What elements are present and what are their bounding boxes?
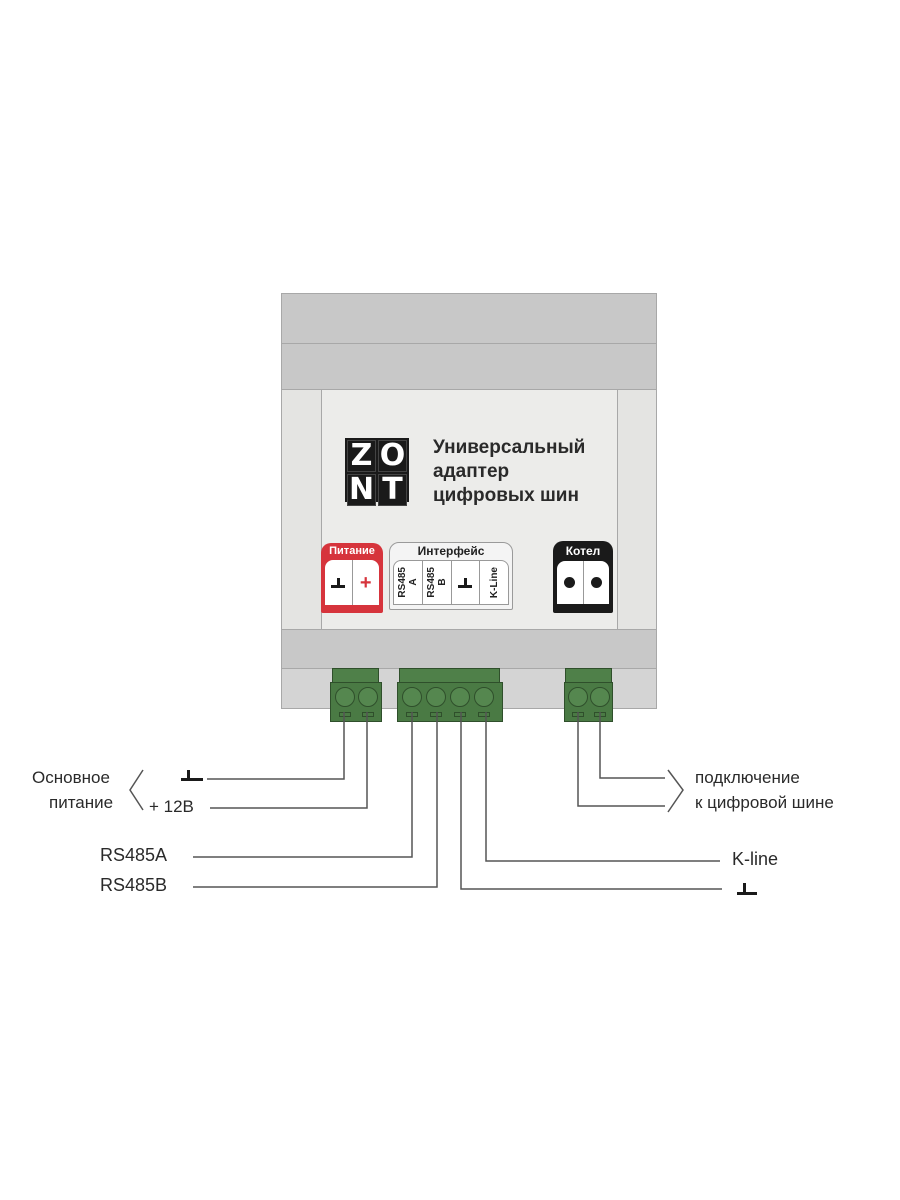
wire-bus-1 — [599, 712, 665, 779]
power-block-title: Питание — [329, 545, 375, 557]
ground-icon — [737, 883, 757, 895]
interface-connector[interactable] — [397, 682, 503, 722]
ground-icon — [331, 577, 346, 588]
housing-lower-rail — [281, 629, 657, 669]
housing-upper-rail — [281, 343, 657, 390]
wire-kline — [485, 712, 720, 862]
housing-right-side — [617, 389, 657, 630]
digital-bus-label-line-2: к цифровой шине — [695, 793, 834, 812]
main-power-label-line-1: Основное — [32, 768, 110, 787]
wire-ground-right — [460, 712, 722, 890]
device-title-line-1: Универсальный — [433, 437, 586, 458]
boiler-connector[interactable] — [564, 682, 613, 722]
rs485b-label: RS485B — [100, 875, 168, 895]
main-power-label-line-2: питание — [49, 793, 114, 812]
boiler-cell-2 — [582, 561, 610, 604]
housing-top-rail — [281, 293, 657, 344]
bus-brace — [667, 769, 684, 813]
logo-letter-t: T — [378, 474, 407, 506]
wire-rs485b — [193, 712, 438, 888]
plus-icon: + — [359, 571, 372, 594]
wire-bus-2 — [577, 712, 665, 807]
digital-bus-label-line-1: подключение — [695, 768, 800, 787]
interface-cell-kline: K-Line — [479, 561, 508, 604]
boiler-terminal-block: Котел — [553, 541, 613, 613]
boiler-cell-1 — [557, 561, 583, 604]
logo-letter-o: O — [378, 438, 407, 473]
zont-logo: Z O N T — [345, 438, 409, 506]
ground-icon — [181, 770, 203, 781]
power-brace — [129, 769, 144, 811]
wire-rs485a — [193, 712, 413, 858]
power-cell-ground — [325, 560, 352, 605]
logo-letter-n: N — [347, 472, 376, 507]
dot-icon — [590, 577, 602, 588]
interface-block-title: Интерфейс — [417, 544, 485, 558]
power-cell-plus: + — [351, 560, 380, 605]
wire-power-ground — [207, 712, 345, 780]
boiler-block-title: Котел — [565, 544, 601, 558]
power-terminal-block: Питание + — [321, 543, 383, 613]
device-title-line-3: цифровых шин — [433, 485, 579, 506]
wire-power-plus — [210, 712, 368, 809]
device-title-line-2: адаптер — [433, 461, 510, 482]
plus-12v-label: + 12В — [149, 797, 194, 816]
interface-cell-ground — [450, 561, 480, 604]
ground-icon — [458, 577, 473, 588]
power-connector[interactable] — [330, 682, 382, 722]
dot-icon — [564, 577, 576, 588]
rs485a-label: RS485A — [100, 845, 168, 865]
logo-letter-z: Z — [347, 440, 376, 472]
kline-label: K-line — [732, 849, 779, 869]
